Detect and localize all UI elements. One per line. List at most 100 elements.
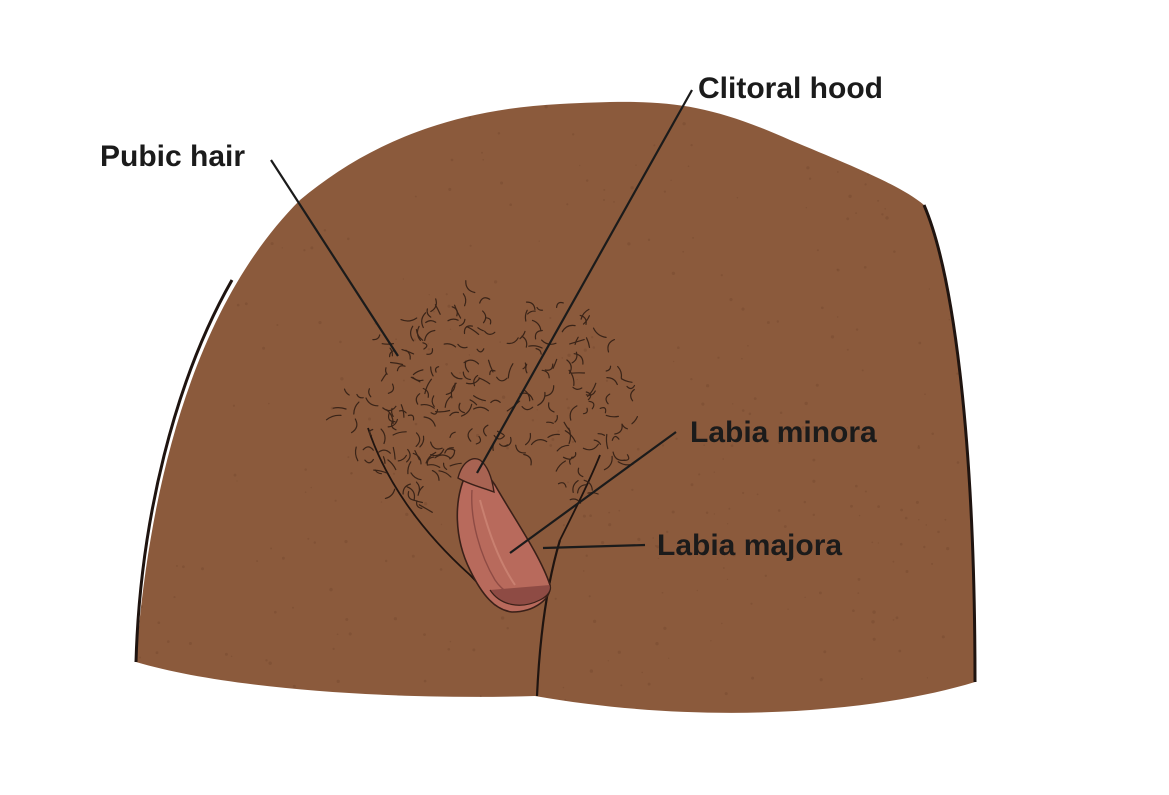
skin-speckle: [329, 588, 332, 591]
skin-speckle: [641, 672, 643, 674]
skin-speckle: [723, 567, 725, 569]
skin-speckle: [920, 140, 922, 142]
skin-speckle: [727, 523, 728, 524]
skin-speckle: [750, 603, 752, 605]
skin-speckle: [608, 512, 610, 514]
skin-speckle: [631, 489, 633, 491]
skin-speckle: [381, 501, 382, 502]
skin-speckle: [583, 570, 585, 572]
skin-speckle: [498, 132, 500, 134]
skin-speckle: [900, 509, 903, 512]
skin-speckle: [856, 328, 858, 330]
skin-speckle: [423, 633, 426, 636]
skin-speckle: [148, 675, 151, 678]
skin-speckle: [572, 441, 574, 443]
skin-speckle: [318, 321, 321, 324]
skin-speckle: [672, 511, 675, 514]
skin-speckle: [861, 678, 863, 680]
skin-speckle: [305, 491, 307, 493]
skin-speckle: [809, 178, 811, 180]
skin-speckle: [741, 308, 744, 311]
skin-speckle: [819, 591, 822, 594]
skin-speckle: [549, 444, 552, 447]
skin-speckle: [655, 642, 658, 645]
skin-speckle: [725, 692, 728, 695]
skin-speckle: [898, 650, 901, 653]
skin-speckle: [149, 700, 151, 702]
skin-speckle: [777, 320, 779, 322]
skin-speckle: [706, 384, 709, 387]
skin-speckle: [314, 144, 317, 147]
skin-speckle: [502, 396, 505, 399]
skin-speckle: [692, 237, 694, 239]
skin-speckle: [871, 620, 874, 623]
skin-speckle: [877, 200, 879, 202]
skin-speckle: [663, 627, 666, 630]
skin-speckle: [933, 163, 935, 165]
skin-speckle: [545, 105, 548, 108]
skin-speckle: [593, 620, 596, 623]
skin-speckle: [964, 149, 966, 151]
skin-speckle: [204, 702, 206, 704]
skin-speckle: [412, 555, 415, 558]
skin-speckle: [765, 575, 767, 577]
skin-speckle: [231, 656, 232, 657]
skin-speckle: [151, 128, 154, 131]
skin-speckle: [867, 174, 869, 176]
skin-speckle: [567, 482, 568, 483]
skin-speckle: [310, 246, 313, 249]
skin-speckle: [301, 118, 303, 120]
skin-speckle: [918, 519, 920, 521]
skin-speckle: [281, 151, 283, 153]
skin-speckle: [156, 651, 159, 654]
skin-speckle: [274, 611, 277, 614]
label-clitoral-hood: Clitoral hood: [698, 74, 883, 104]
skin-speckle: [926, 524, 928, 526]
skin-speckle: [664, 191, 666, 193]
skin-speckle: [564, 699, 566, 701]
skin-speckle: [450, 641, 451, 642]
skin-speckle: [717, 357, 719, 359]
skin-speckle: [428, 348, 430, 350]
skin-speckle: [893, 561, 895, 563]
skin-speckle: [176, 565, 178, 567]
skin-speckle: [618, 510, 620, 512]
skin-speckle: [673, 361, 674, 362]
skin-speckle: [727, 579, 728, 580]
skin-speckle: [697, 590, 698, 591]
skin-speckle: [470, 245, 472, 247]
skin-speckle: [812, 459, 815, 462]
skin-speckle: [653, 144, 655, 146]
skin-speckle: [806, 166, 809, 169]
skin-speckle: [340, 377, 343, 380]
skin-speckle: [293, 685, 296, 688]
skin-speckle: [929, 288, 930, 289]
skin-speckle: [450, 329, 451, 330]
skin-speckle: [187, 268, 189, 270]
skin-speckle: [307, 124, 309, 126]
skin-speckle: [567, 354, 570, 357]
skin-speckle: [393, 473, 395, 475]
skin-speckle: [276, 324, 278, 326]
skin-speckle: [823, 650, 826, 653]
skin-speckle: [893, 619, 895, 621]
skin-speckle: [347, 238, 350, 241]
skin-speckle: [804, 597, 805, 598]
skin-speckle: [857, 592, 859, 594]
skin-speckle: [577, 379, 578, 380]
skin-speckle: [482, 401, 483, 402]
skin-speckle: [403, 278, 404, 279]
skin-speckle: [885, 216, 888, 219]
skin-speckle: [256, 560, 258, 562]
skin-speckle: [668, 658, 669, 659]
skin-speckle: [878, 542, 879, 543]
skin-speckle: [532, 419, 534, 421]
skin-speckle: [337, 633, 339, 635]
skin-speckle: [310, 137, 312, 139]
skin-speckle: [240, 230, 243, 233]
skin-speckle: [630, 186, 633, 189]
skin-speckle: [821, 306, 824, 309]
skin-speckle: [347, 456, 349, 458]
skin-speckle: [509, 203, 512, 206]
skin-speckle: [778, 509, 781, 512]
